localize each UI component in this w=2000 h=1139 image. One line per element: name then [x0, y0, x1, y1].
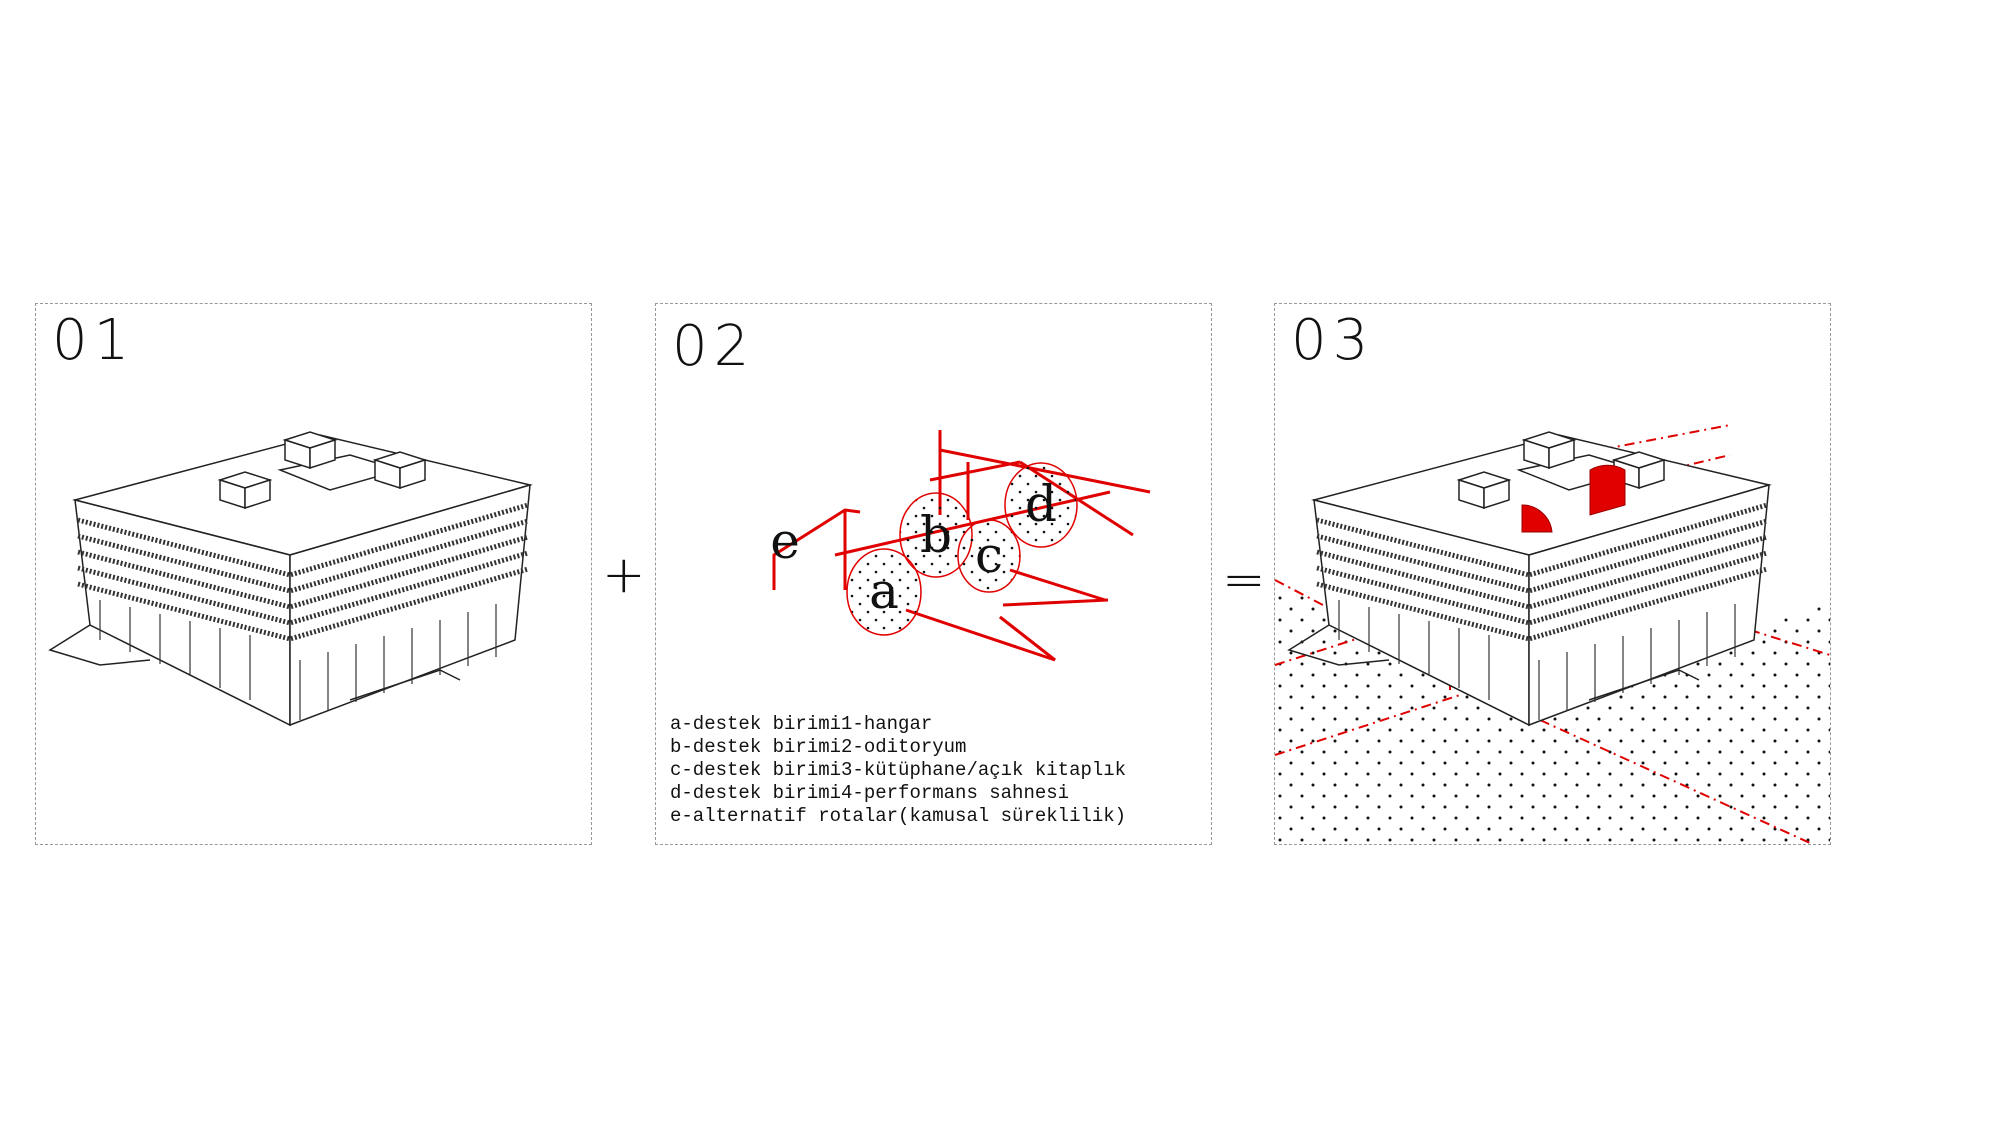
building-line [77, 566, 529, 642]
equals-operator: = [1222, 550, 1266, 610]
legend-item: a-destek birimi1-hangar [670, 713, 933, 735]
building-line [1316, 534, 1768, 610]
building-line [1638, 458, 1665, 490]
building-line [1528, 483, 1770, 727]
building-line [309, 438, 336, 470]
building-line [289, 483, 531, 727]
circle-a: a [846, 548, 922, 636]
support-unit-circles: a b c d e [770, 462, 1078, 636]
plus-operator: + [602, 545, 646, 605]
building-line [399, 458, 426, 490]
building-line [1316, 502, 1768, 578]
panel-number: 03 [1291, 308, 1375, 373]
panel-number: 01 [52, 308, 136, 373]
building-line [349, 669, 461, 701]
legend-item: d-destek birimi4-performans sahnesi [670, 782, 1070, 804]
panel-02: 02 a-destek birimi1-hangar b-destek biri… [655, 303, 1212, 845]
building-line [1316, 566, 1768, 642]
red-support-units [1521, 464, 1626, 533]
panel-03: 03 [1274, 303, 1831, 845]
building-line [77, 502, 529, 578]
panel-01: 01 [35, 303, 592, 845]
legend-item: b-destek birimi2-oditoryum [670, 736, 967, 758]
building-line [244, 478, 271, 510]
building-line [77, 518, 529, 594]
circle-d: d [1004, 462, 1078, 548]
label-d: d [1025, 475, 1057, 533]
legend-item: e-alternatif rotalar(kamusal süreklilik) [670, 805, 1127, 827]
panel-number: 02 [672, 314, 756, 379]
legend-item: c-destek birimi3-kütüphane/açık kitaplık [670, 759, 1127, 781]
building-proposed [1287, 431, 1772, 727]
legend: a-destek birimi1-hangar b-destek birimi2… [670, 713, 1126, 828]
building-line [1287, 624, 1390, 666]
building-line [1316, 550, 1768, 626]
circle-c: c [957, 519, 1021, 593]
building-line [1548, 438, 1575, 470]
building-line [1483, 478, 1510, 510]
label-e: e [770, 512, 800, 570]
building-line [1588, 669, 1700, 701]
building-line [77, 550, 529, 626]
label-a: a [869, 562, 899, 620]
building-existing [48, 431, 533, 727]
building-line [48, 624, 151, 666]
label-b: b [920, 506, 952, 564]
label-c: c [975, 526, 1003, 584]
building-line [1316, 518, 1768, 594]
building-line [77, 534, 529, 610]
